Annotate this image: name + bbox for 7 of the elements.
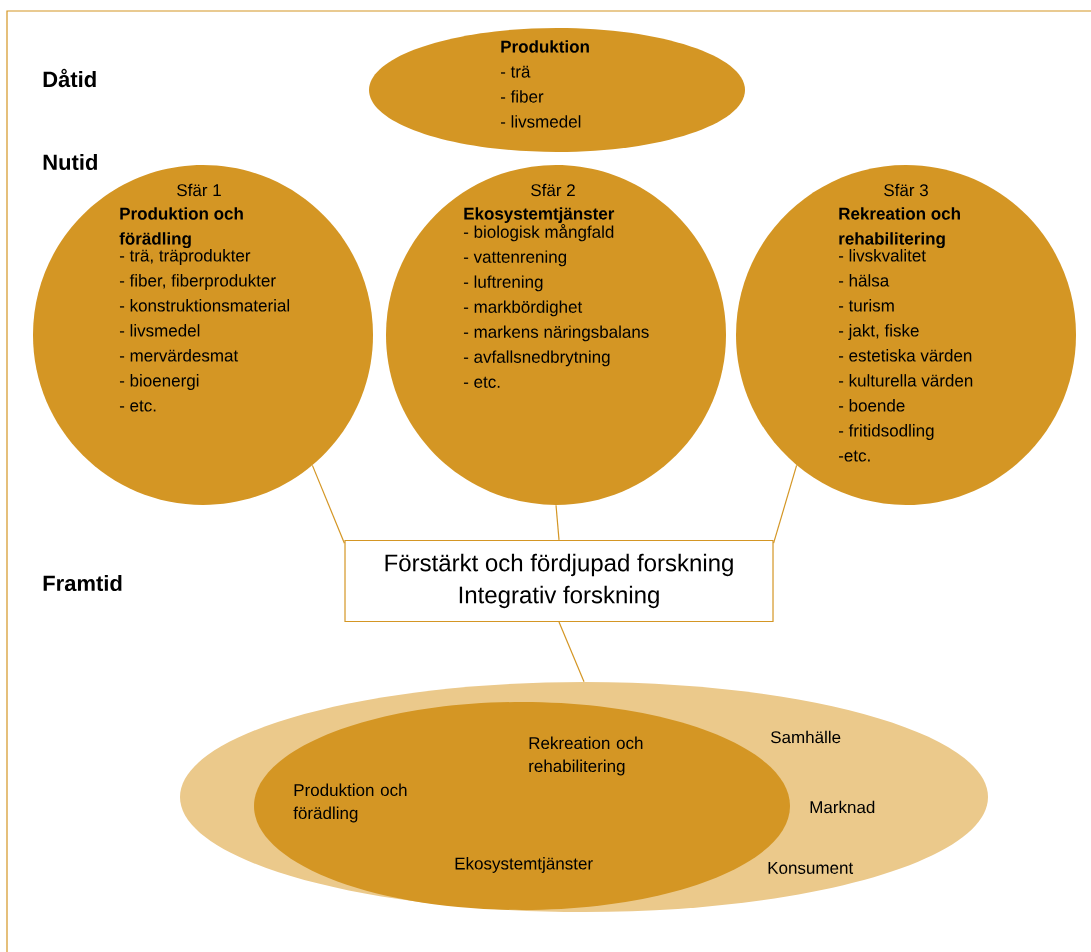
connector-line xyxy=(311,464,345,544)
period-label: Framtid xyxy=(43,574,122,592)
connector-line xyxy=(773,464,798,544)
research-box: Förstärkt och fördjupad forskning Integrativ forskning xyxy=(344,539,774,623)
connector-line xyxy=(558,621,585,683)
connector-line xyxy=(555,504,560,541)
period-label: Dåtid xyxy=(43,68,96,88)
